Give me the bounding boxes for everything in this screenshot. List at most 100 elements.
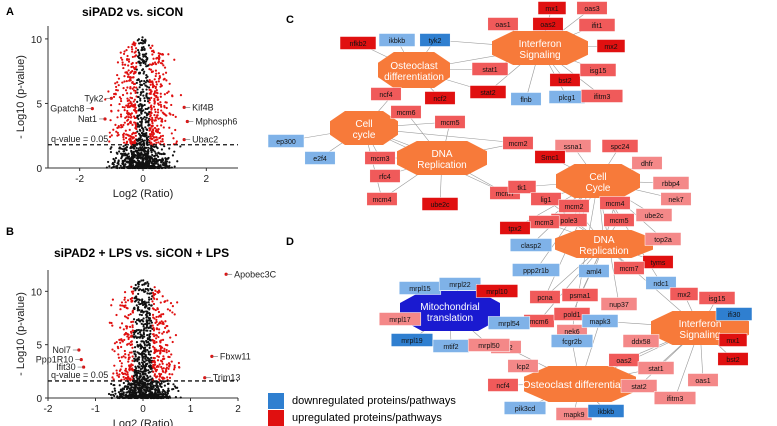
data-point: [139, 103, 143, 106]
node-box: [475, 284, 519, 298]
significant-point: [119, 341, 122, 344]
significant-point: [155, 337, 158, 340]
panel-letter-a: A: [6, 6, 14, 18]
significant-point: [122, 304, 125, 307]
data-point: [168, 164, 171, 167]
significant-point: [123, 296, 127, 299]
significant-point: [127, 358, 130, 361]
data-point: [144, 357, 147, 360]
significant-point: [163, 106, 166, 109]
significant-point: [161, 138, 164, 141]
network-node-mrpl22: mrpl22: [438, 277, 482, 291]
data-point: [138, 331, 142, 334]
data-point: [138, 356, 141, 359]
data-point: [137, 109, 140, 112]
significant-point: [153, 61, 157, 64]
significant-point: [161, 62, 164, 65]
data-point: [141, 337, 144, 340]
significant-point: [125, 115, 128, 118]
node-box: [578, 264, 610, 278]
significant-point: [112, 128, 115, 131]
data-point: [149, 350, 153, 353]
significant-point: [155, 318, 158, 322]
node-box: [644, 232, 682, 246]
significant-point: [120, 356, 123, 359]
significant-point: [151, 360, 154, 363]
data-point: [157, 155, 160, 158]
significant-point: [151, 291, 155, 294]
network-node-stat2: stat2: [469, 85, 507, 99]
significant-point: [125, 140, 129, 143]
data-point: [124, 394, 127, 397]
significant-point: [118, 369, 122, 372]
significant-point: [156, 323, 159, 327]
significant-point: [167, 329, 170, 332]
data-point: [136, 125, 139, 128]
significant-point: [151, 44, 154, 47]
network-node-tyms: tyms: [642, 255, 674, 269]
network-node-smc1: Smc1: [534, 150, 566, 164]
node-box: [438, 277, 482, 291]
data-point: [138, 313, 142, 316]
node-label: mcm5: [440, 120, 459, 127]
significant-point: [168, 309, 172, 312]
significant-point: [123, 291, 127, 294]
network-node-ifi30: ifi30: [715, 307, 753, 321]
node-label: mx2: [677, 292, 690, 299]
significant-point: [158, 363, 161, 366]
significant-point: [130, 65, 133, 69]
node-label: tyms: [651, 260, 666, 267]
significant-point: [161, 322, 164, 325]
data-point: [119, 164, 122, 167]
data-point: [140, 79, 143, 83]
y-tick-label-b: 0: [36, 394, 42, 405]
data-point: [113, 394, 116, 398]
data-point: [147, 316, 150, 319]
data-point: [145, 116, 148, 119]
network-node-aml4: aml4: [578, 264, 610, 278]
data-point: [166, 157, 169, 160]
data-point: [143, 335, 146, 338]
significant-point: [131, 310, 134, 314]
y-tick-label-a: 10: [31, 35, 43, 46]
data-point: [147, 166, 150, 170]
data-point: [140, 382, 144, 386]
data-point: [143, 97, 146, 100]
data-point: [137, 78, 140, 82]
node-label: tyk2: [429, 38, 442, 45]
significant-point: [130, 320, 133, 324]
node-box: [487, 378, 519, 392]
data-point: [142, 82, 146, 85]
data-point: [133, 336, 136, 339]
data-point: [139, 375, 142, 378]
data-point: [110, 396, 113, 400]
node-box: [366, 192, 398, 206]
pathway-d-mito-label-1: Mitochondrial: [420, 302, 479, 313]
data-point: [142, 323, 145, 326]
significant-point: [159, 85, 162, 88]
data-point: [137, 352, 140, 355]
significant-point: [168, 364, 171, 367]
node-box: [507, 359, 539, 373]
significant-point: [160, 118, 164, 121]
node-box: [717, 352, 749, 366]
data-point: [136, 307, 139, 310]
data-point: [139, 61, 143, 64]
significant-point: [156, 98, 159, 101]
data-point: [136, 379, 139, 382]
node-box: [378, 33, 416, 47]
significant-point: [151, 62, 154, 65]
significant-point: [161, 332, 164, 335]
significant-point: [148, 63, 152, 66]
significant-point: [125, 79, 128, 83]
significant-point: [159, 101, 162, 104]
data-point: [139, 99, 142, 102]
data-point: [149, 364, 152, 367]
significant-point: [166, 299, 169, 302]
node-box: [512, 263, 560, 277]
node-label: plcg1: [559, 95, 576, 102]
significant-point: [129, 335, 133, 338]
labeled-point: [185, 119, 189, 124]
significant-point: [156, 102, 160, 105]
data-point: [136, 49, 140, 52]
